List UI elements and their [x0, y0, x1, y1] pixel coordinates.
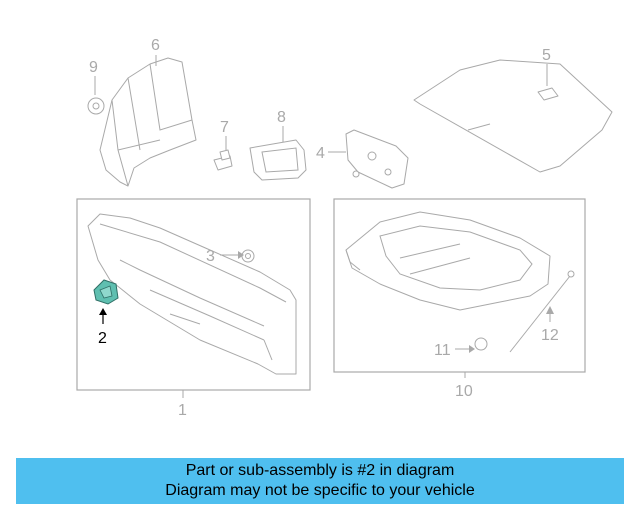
part-1-trim-panel [87, 213, 297, 375]
callout-1: 1 [178, 402, 187, 419]
part-5-trunk-mat [413, 59, 613, 173]
callout-11: 11 [434, 342, 451, 359]
part-6-quarter-trim [99, 57, 197, 187]
callout-6: 6 [151, 37, 160, 54]
callout-5: 5 [542, 47, 551, 64]
callout-9: 9 [89, 59, 98, 76]
callout-3: 3 [206, 248, 215, 265]
info-banner: Part or sub-assembly is #2 in diagram Di… [16, 458, 624, 504]
part-3-clip [241, 249, 255, 263]
callout-4: 4 [316, 145, 325, 162]
callout-12: 12 [541, 327, 559, 344]
group-box-1 [76, 198, 311, 391]
part-7-clip [213, 149, 233, 171]
part-9-grommet [87, 97, 105, 115]
callout-2: 2 [98, 330, 107, 347]
callout-10: 10 [455, 383, 473, 400]
part-8-bracket [249, 139, 307, 181]
group-box-10 [333, 198, 586, 373]
banner-line-1: Part or sub-assembly is #2 in diagram [185, 462, 455, 479]
callout-8: 8 [277, 109, 286, 126]
part-10-shelf [345, 211, 551, 311]
part-12-strap [509, 270, 575, 353]
callout-7: 7 [220, 119, 229, 136]
part-4-hinge [345, 129, 409, 189]
banner-line-2: Diagram may not be specific to your vehi… [165, 482, 475, 499]
part-11-grommet [474, 337, 488, 351]
part-2-clip-highlighted [93, 279, 119, 305]
